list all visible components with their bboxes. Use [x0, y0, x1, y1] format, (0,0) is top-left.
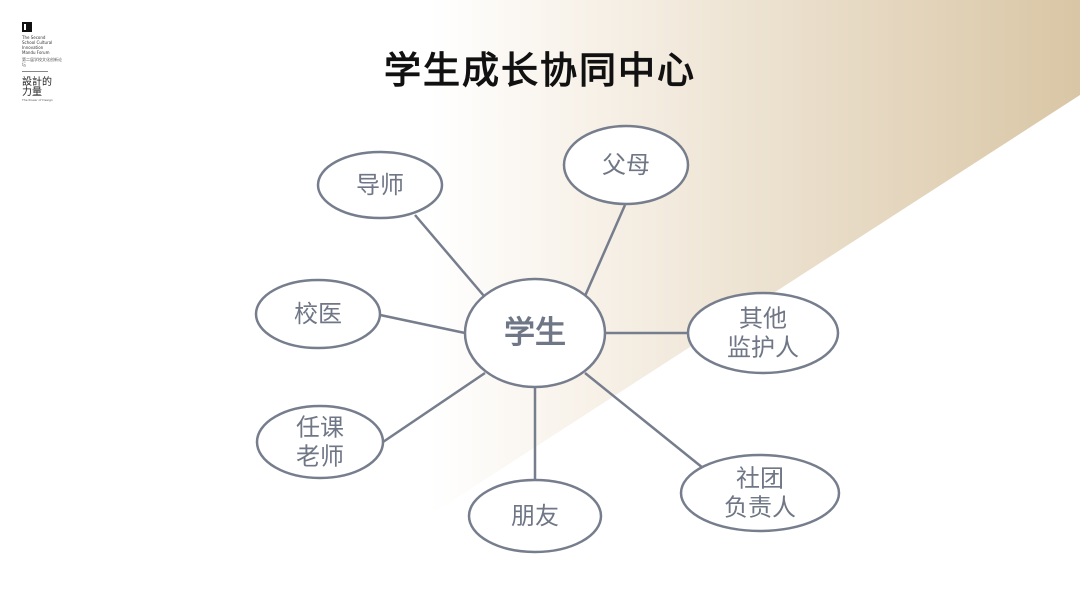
node-label: 监护人 — [727, 334, 799, 362]
connector-parents — [583, 204, 627, 297]
node-label: 负责人 — [724, 494, 796, 522]
node-ellipse — [467, 478, 603, 554]
logo-text-line: Mandu Forum — [22, 50, 50, 55]
node-label: 校医 — [294, 300, 342, 328]
node-mentor: 导师 — [316, 150, 444, 220]
node-label: 任课 — [296, 414, 344, 442]
node-school-doctor: 校医 — [254, 278, 382, 350]
logo-text-line: The Second — [22, 35, 46, 40]
connector-school-doctor — [379, 313, 466, 335]
node-label: 其他 — [739, 305, 787, 333]
center-label: 学生 — [504, 315, 566, 351]
node-label: 老师 — [296, 443, 344, 471]
node-parents: 父母 — [562, 124, 690, 206]
connector-club-leader — [584, 372, 704, 469]
center-ellipse — [463, 277, 607, 389]
node-ellipse — [679, 453, 841, 533]
node-ellipse — [254, 278, 382, 350]
center-node-student: 学生 — [463, 277, 607, 389]
logo-divider — [22, 71, 48, 72]
node-ellipse — [562, 124, 690, 206]
connector-mentor — [414, 214, 485, 297]
design-power-seal: 設計的力量 — [22, 77, 52, 98]
node-label: 朋友 — [511, 502, 559, 530]
node-label: 社团 — [736, 465, 784, 493]
node-ellipse — [255, 404, 385, 480]
node-label: 父母 — [602, 151, 650, 179]
node-friends: 朋友 — [467, 478, 603, 554]
connector-subject-teacher — [382, 371, 486, 444]
logo-text-line: School Cultural — [22, 40, 53, 45]
forum-logo: The Second School Cultural Innovation Ma… — [22, 22, 62, 102]
page-title: 学生成长协同中心 — [384, 49, 696, 92]
logo-mark-icon — [22, 22, 32, 32]
logo-text-line: Innovation — [22, 45, 44, 50]
design-power-seal-en: The Power of Design — [22, 98, 53, 102]
logo-cn-caption: 第二届学校文化创新论坛 — [22, 57, 62, 67]
node-label: 导师 — [356, 171, 404, 199]
node-ellipse — [316, 150, 444, 220]
node-ellipse — [686, 291, 840, 375]
